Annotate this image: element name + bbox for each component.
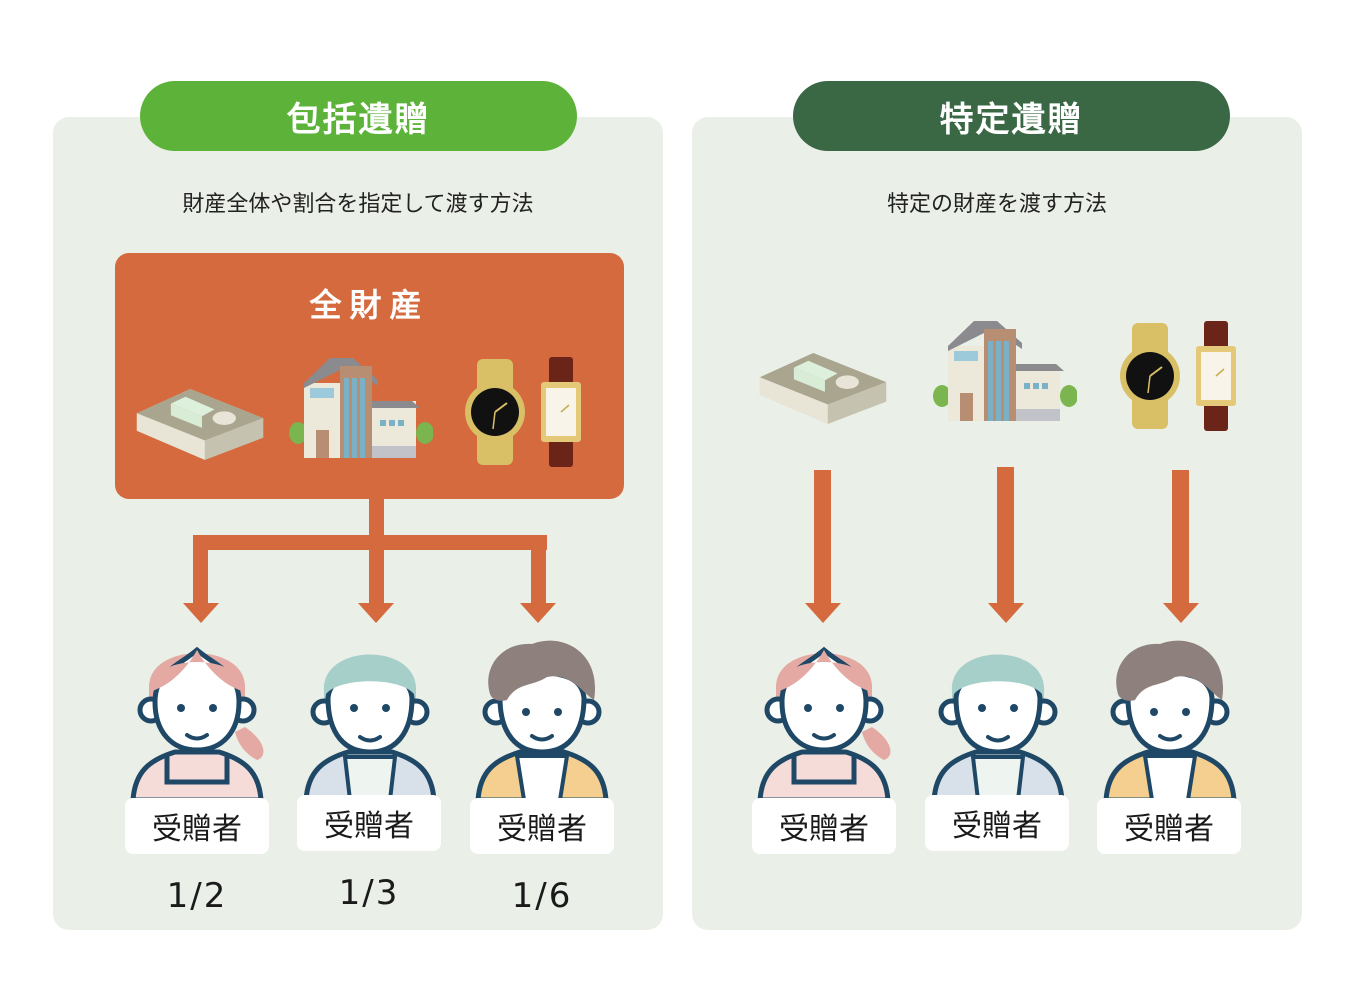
share-fraction: 1/6 xyxy=(511,876,573,916)
arrow-shaft xyxy=(369,535,384,605)
comprehensive-bequest-subtitle: 財産全体や割合を指定して渡す方法 xyxy=(182,192,534,217)
arrow-shaft xyxy=(1172,470,1189,605)
specific-bequest-subtitle: 特定の財産を渡す方法 xyxy=(886,192,1107,217)
all-assets-title: 全財産 xyxy=(309,286,430,324)
comprehensive-bequest-title: 包括遺贈 xyxy=(140,81,577,151)
recipient-elder-icon xyxy=(300,632,440,802)
arrow-down-icon xyxy=(988,603,1024,623)
recipient-label: 受贈者 xyxy=(125,798,269,854)
recipient-label: 受贈者 xyxy=(297,795,441,851)
arrow-shaft xyxy=(814,470,831,605)
arrow-down-icon xyxy=(183,603,219,623)
arrow-down-icon xyxy=(805,603,841,623)
connector-line xyxy=(369,499,384,544)
banknotes-icon xyxy=(132,383,268,463)
specific-bequest-title: 特定遺贈 xyxy=(793,81,1230,151)
recipient-woman-icon xyxy=(754,632,894,802)
watches-icon xyxy=(1120,321,1240,431)
house-icon xyxy=(932,321,1077,421)
share-fraction: 1/2 xyxy=(166,876,228,916)
arrow-down-icon xyxy=(520,603,556,623)
recipient-label: 受贈者 xyxy=(470,798,614,854)
arrow-shaft xyxy=(997,467,1014,605)
recipient-woman-icon xyxy=(127,632,267,802)
recipient-man-icon xyxy=(1100,632,1240,802)
house-icon xyxy=(288,358,433,458)
recipient-label: 受贈者 xyxy=(752,798,896,854)
arrow-shaft xyxy=(193,535,208,605)
arrow-down-icon xyxy=(358,603,394,623)
recipient-label: 受贈者 xyxy=(925,795,1069,851)
recipient-man-icon xyxy=(472,632,612,802)
arrow-down-icon xyxy=(1163,603,1199,623)
banknotes-icon xyxy=(755,347,891,427)
recipient-elder-icon xyxy=(928,632,1068,802)
share-fraction: 1/3 xyxy=(338,873,400,913)
arrow-shaft xyxy=(531,535,546,605)
recipient-label: 受贈者 xyxy=(1097,798,1241,854)
watches-icon xyxy=(465,357,585,467)
